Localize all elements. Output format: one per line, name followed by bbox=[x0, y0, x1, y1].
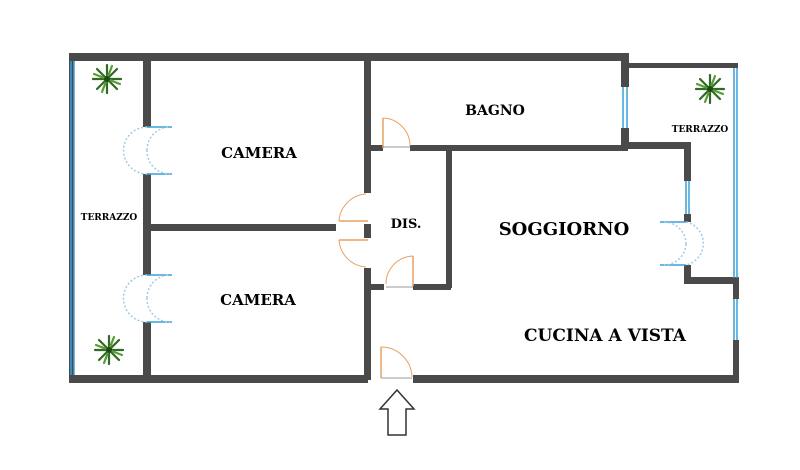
wall-right-lower-a bbox=[733, 277, 739, 299]
wall-dis-right bbox=[446, 148, 452, 288]
door-camera-top-terrazzo bbox=[122, 126, 172, 175]
wall-top bbox=[69, 53, 629, 61]
wall-notch bbox=[684, 277, 739, 284]
door-entrance bbox=[380, 346, 413, 379]
wall-bottom-right bbox=[413, 375, 739, 383]
door-camera-top bbox=[338, 193, 368, 222]
wall-bagno-bottom-b bbox=[410, 145, 628, 151]
wall-soggiorno-right-c bbox=[684, 265, 691, 283]
wall-terrazzo-camera-c bbox=[143, 322, 151, 380]
wall-bagno-right-a bbox=[621, 55, 629, 87]
room-label-camera-top: CAMERA bbox=[221, 144, 297, 162]
wall-bagno-right-b bbox=[621, 128, 629, 148]
plant-icon bbox=[93, 334, 125, 366]
door-camera-bottom bbox=[338, 239, 368, 268]
door-soggiorno-terrazzo bbox=[660, 221, 705, 266]
room-label-dis: DIS. bbox=[391, 217, 422, 232]
room-label-terrazzo-left: TERRAZZO bbox=[81, 213, 138, 223]
door-dis-lower bbox=[385, 255, 414, 288]
wall-soggiorno-right-b bbox=[684, 214, 691, 222]
plant-icon bbox=[694, 73, 726, 105]
wall-camera-right-c bbox=[364, 268, 371, 380]
french-doors bbox=[122, 126, 705, 323]
wall-camera-right-a bbox=[364, 55, 371, 193]
door-bagno bbox=[382, 117, 411, 148]
room-label-soggiorno: SOGGIORNO bbox=[499, 219, 630, 240]
room-label-camera-bottom: CAMERA bbox=[220, 291, 296, 309]
wall-terrazzo-camera-b bbox=[143, 174, 151, 275]
wall-top-right bbox=[625, 63, 738, 68]
wall-bottom-left bbox=[69, 375, 368, 383]
wall-right-lower-b bbox=[733, 340, 739, 383]
wall-dis-bottom-b bbox=[413, 284, 451, 290]
wall-soggiorno-right-a bbox=[684, 145, 691, 181]
room-label-cucina: CUCINA A VISTA bbox=[524, 326, 687, 346]
wall-camera-divider bbox=[148, 224, 336, 231]
entrance-arrow-icon bbox=[378, 388, 416, 436]
wall-bagno-bottom-a bbox=[366, 145, 383, 151]
plant-icon bbox=[91, 63, 123, 95]
wall-step bbox=[621, 142, 691, 149]
wall-camera-right-b bbox=[364, 224, 371, 238]
door-camera-bottom-terrazzo bbox=[122, 274, 172, 323]
swing-doors bbox=[338, 117, 414, 379]
wall-dis-bottom-a bbox=[366, 284, 384, 290]
room-label-bagno: BAGNO bbox=[465, 103, 525, 119]
wall-terrazzo-camera-a bbox=[143, 55, 151, 127]
room-label-terrazzo-right: TERRAZZO bbox=[672, 125, 729, 135]
windows bbox=[70, 61, 738, 375]
